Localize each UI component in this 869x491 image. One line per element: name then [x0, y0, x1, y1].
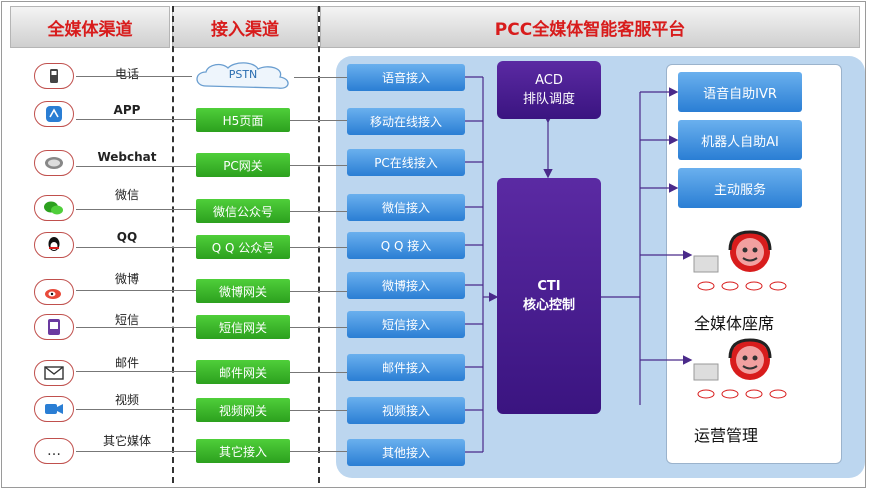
- cti-box: CTI 核心控制: [497, 178, 601, 414]
- divider-2: [318, 6, 320, 483]
- header-access-channels: 接入渠道: [172, 6, 318, 48]
- sms-icon: [34, 314, 74, 340]
- gateway-wechat: 微信公众号: [196, 199, 290, 223]
- gateway-sms: 短信网关: [196, 315, 290, 339]
- cti-subtitle: 核心控制: [522, 298, 575, 313]
- phone-icon: [34, 63, 74, 89]
- agent-label-omni-seat: 全媒体座席: [694, 314, 775, 333]
- channel-label-qq: QQ: [116, 230, 138, 244]
- gateway-line: [290, 211, 347, 212]
- cti-title: CTI: [537, 279, 561, 294]
- header-col3-text: PCC全媒体智能客服平台: [494, 19, 686, 40]
- channel-label-sms: 短信: [114, 313, 139, 327]
- access-mail: 邮件接入: [347, 354, 465, 381]
- access-qq: Q Q 接入: [347, 232, 465, 259]
- gateway-line: [290, 327, 347, 328]
- acd-title: ACD: [535, 73, 563, 88]
- acd-box: ACD 排队调度: [497, 61, 601, 119]
- header-col2-text: 接入渠道: [211, 19, 279, 40]
- channel-label-webchat: Webchat: [97, 150, 157, 164]
- pstn-cloud: PSTN: [192, 60, 294, 92]
- divider-1: [172, 6, 174, 483]
- gateway-other: 其它接入: [196, 439, 290, 463]
- channel-line: [76, 166, 196, 167]
- gateway-line: [294, 77, 347, 78]
- channel-label-mail: 邮件: [114, 356, 139, 370]
- gateway-pc: PC网关: [196, 153, 290, 177]
- gateway-label-pstn: PSTN: [228, 68, 258, 81]
- gateway-line: [290, 451, 347, 452]
- operations-icon: [693, 338, 787, 399]
- wechat-icon: [34, 195, 74, 221]
- gateway-line: [290, 165, 347, 166]
- access-weibo: 微博接入: [347, 272, 465, 299]
- gateway-h5: H5页面: [196, 108, 290, 132]
- gateway-line: [290, 291, 347, 292]
- header-all-media-channels: 全媒体渠道: [10, 6, 170, 48]
- webchat-icon: [34, 150, 74, 176]
- channel-line: [76, 209, 196, 210]
- access-voice: 语音接入: [347, 64, 465, 91]
- header-col1-text: 全媒体渠道: [47, 19, 133, 40]
- service-ai-robot: 机器人自助AI: [678, 120, 802, 160]
- channel-line: [76, 327, 196, 328]
- access-other: 其他接入: [347, 439, 465, 466]
- access-sms: 短信接入: [347, 311, 465, 338]
- acd-subtitle: 排队调度: [522, 92, 575, 107]
- gateway-mail: 邮件网关: [196, 360, 290, 384]
- gateway-line: [290, 410, 347, 411]
- agent-workstation-icon: [693, 230, 787, 291]
- mail-icon: [34, 360, 74, 386]
- gateway-line: [290, 372, 347, 373]
- access-pc-online: PC在线接入: [347, 149, 465, 176]
- channel-line: [76, 451, 196, 452]
- gateway-qq: Q Q 公众号: [196, 235, 290, 259]
- channel-line: [76, 290, 196, 291]
- channel-line: [76, 76, 192, 77]
- channel-label-wechat: 微信: [114, 188, 139, 202]
- gateway-line: [290, 247, 347, 248]
- app-icon: [34, 101, 74, 127]
- channel-line: [76, 409, 196, 410]
- agent-label-operations: 运营管理: [694, 426, 759, 445]
- service-proactive: 主动服务: [678, 168, 802, 208]
- access-wechat: 微信接入: [347, 194, 465, 221]
- channel-label-weibo: 微博: [114, 272, 139, 286]
- gateway-line: [290, 120, 347, 121]
- video-icon: [34, 396, 74, 422]
- access-mobile-online: 移动在线接入: [347, 108, 465, 135]
- access-video: 视频接入: [347, 397, 465, 424]
- qq-icon: [34, 232, 74, 258]
- gateway-video: 视频网关: [196, 398, 290, 422]
- header-pcc-platform: PCC全媒体智能客服平台: [320, 6, 860, 48]
- weibo-icon: [34, 279, 74, 305]
- more-icon: …: [34, 438, 74, 464]
- channel-label-other: 其它媒体: [102, 434, 151, 448]
- channel-line: [76, 119, 196, 120]
- channel-line: [76, 247, 196, 248]
- gateway-weibo: 微博网关: [196, 279, 290, 303]
- channel-label-phone: 电话: [114, 67, 139, 81]
- channel-label-app: APP: [113, 103, 141, 117]
- channel-line: [76, 371, 196, 372]
- channel-label-video: 视频: [114, 393, 139, 407]
- service-ivr: 语音自助IVR: [678, 72, 802, 112]
